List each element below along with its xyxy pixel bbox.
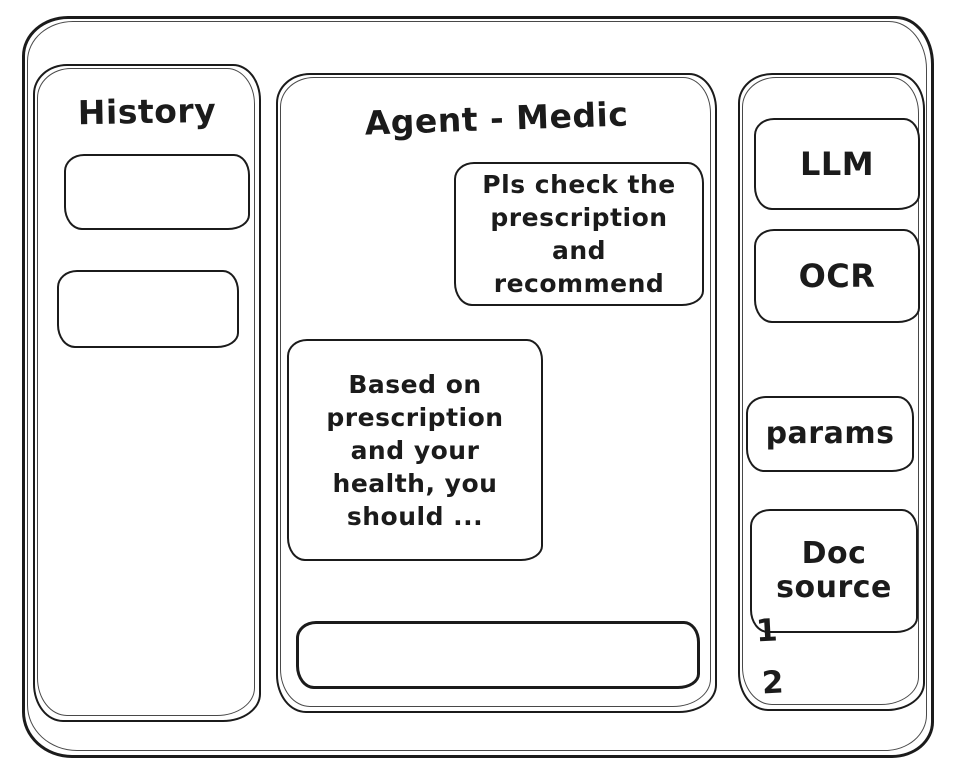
doc-source-button[interactable]: Doc source [750,509,918,633]
doc-source-item-2[interactable]: 2 [761,664,785,702]
history-item[interactable] [57,270,239,348]
params-button[interactable]: params [746,396,914,472]
history-title: History [77,90,217,133]
tools-panel: LLM OCR params Doc source 1 2 [738,73,925,711]
history-panel: History [33,64,261,722]
chat-input[interactable] [296,621,700,689]
ocr-button[interactable]: OCR [754,229,920,323]
user-message-bubble: Pls check the prescription and recommend [454,162,704,306]
agent-message-bubble: Based on prescription and your health, y… [287,339,543,561]
history-item[interactable] [64,154,250,230]
doc-source-item-1[interactable]: 1 [755,612,779,650]
chat-panel: Agent - Medic Pls check the prescription… [276,73,717,713]
chat-title: Agent - Medic [364,94,629,143]
llm-button[interactable]: LLM [754,118,920,210]
